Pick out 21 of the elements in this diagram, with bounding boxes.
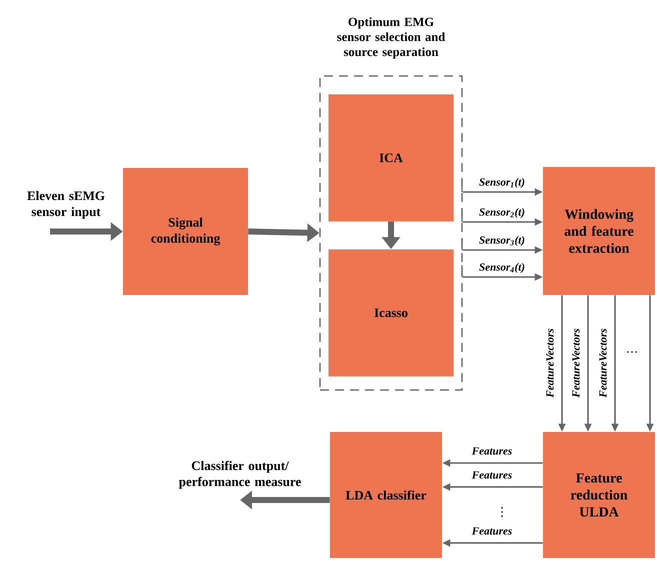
- ellipsis: ⋮: [501, 507, 503, 517]
- edge-label: Sensor$_{3}$(t): [479, 236, 524, 246]
- edge-label: Sensor$_{4}$(t): [479, 263, 524, 273]
- process-box: Windowing and feature extraction: [543, 167, 655, 295]
- ellipsis: …: [627, 351, 637, 353]
- process-box: ICA: [328, 94, 454, 222]
- edge-label: Eleven sEMG sensor input: [27, 191, 105, 219]
- process-box: Signal conditioning: [123, 168, 248, 295]
- process-box: Icasso: [328, 249, 454, 376]
- edge-label: Sensor$_{1}$(t): [479, 178, 524, 188]
- process-box: Feature reduction ULDA: [543, 432, 655, 558]
- edge-label: Classifier output/ performance measure: [178, 460, 301, 489]
- edge-label: Features: [472, 447, 512, 455]
- edge-label: Sensor$_{2}$(t): [479, 208, 524, 218]
- edge-label: Features: [472, 527, 512, 535]
- node-label: Optimum EMG sensor selection and source separation: [337, 17, 446, 59]
- edge-label: FeatureVectors: [572, 328, 580, 398]
- edge-label: FeatureVectors: [599, 328, 607, 398]
- process-box: LDA classifier: [330, 432, 442, 558]
- edge-label: Features: [472, 471, 512, 479]
- edge-label: FeatureVectors: [546, 328, 554, 398]
